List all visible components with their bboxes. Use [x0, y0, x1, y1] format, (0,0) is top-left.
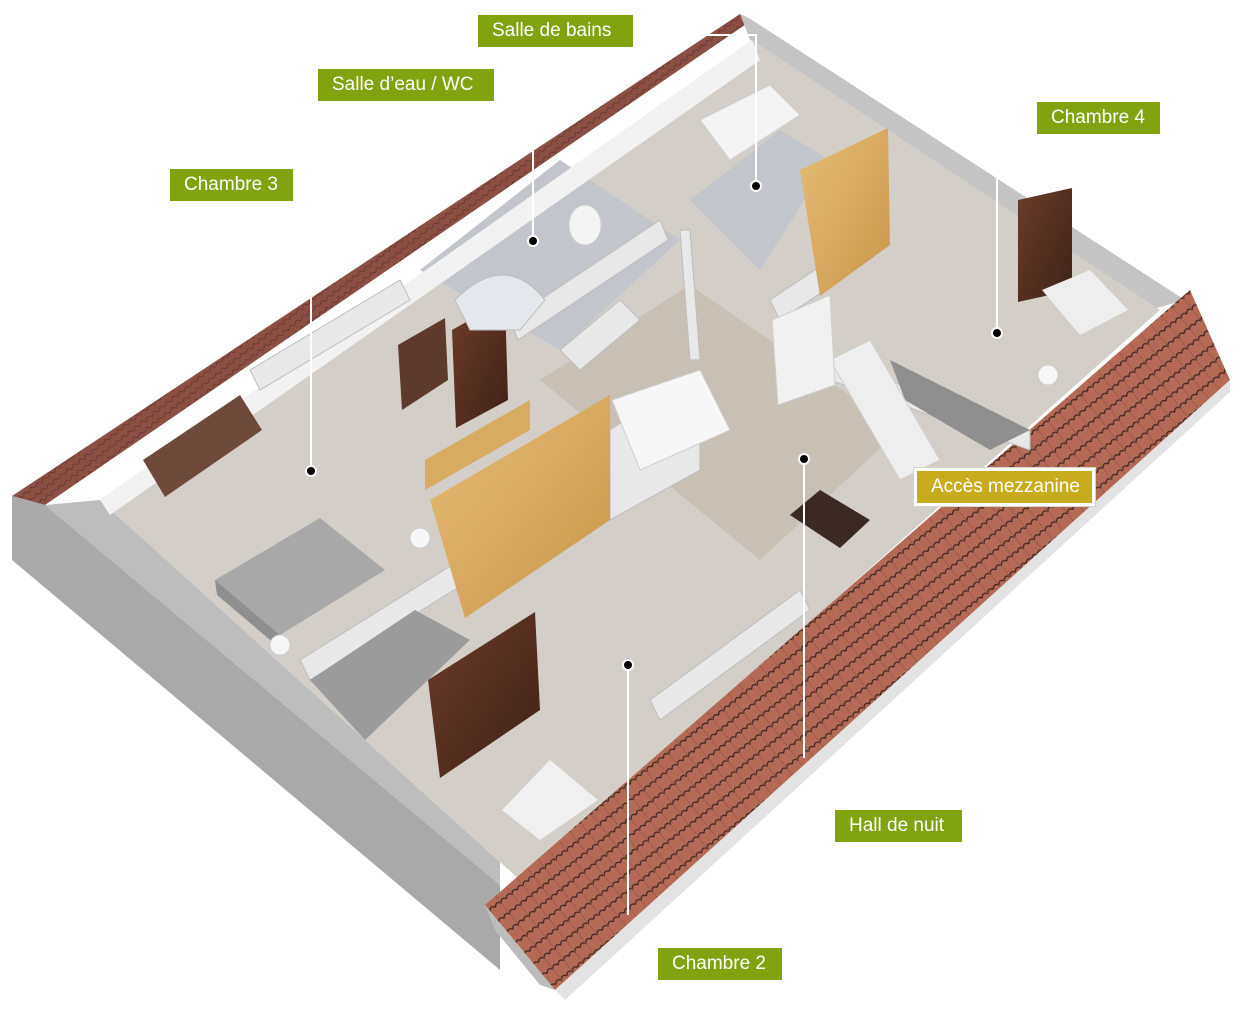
leader-dots	[305, 180, 1003, 671]
label-hall-de-nuit: Hall de nuit	[835, 810, 962, 842]
dot-chambre-3	[305, 465, 317, 477]
label-salle-deau-wc: Salle d’eau / WC	[318, 69, 494, 101]
furniture	[143, 84, 1128, 840]
leader-salle-de-bains	[632, 34, 757, 186]
label-salle-de-bains: Salle de bains	[478, 15, 633, 47]
label-chambre-2: Chambre 2	[658, 948, 782, 980]
dot-hall-de-nuit	[798, 453, 810, 465]
label-chambre-4: Chambre 4	[1037, 102, 1160, 134]
label-acces-mezzanine: Accès mezzanine	[914, 468, 1095, 506]
leader-lines	[310, 34, 998, 915]
dot-salle-deau-wc	[527, 235, 539, 247]
dot-chambre-4	[991, 327, 1003, 339]
dot-salle-de-bains	[750, 180, 762, 192]
dot-chambre-2	[622, 659, 634, 671]
label-chambre-3: Chambre 3	[170, 169, 293, 201]
